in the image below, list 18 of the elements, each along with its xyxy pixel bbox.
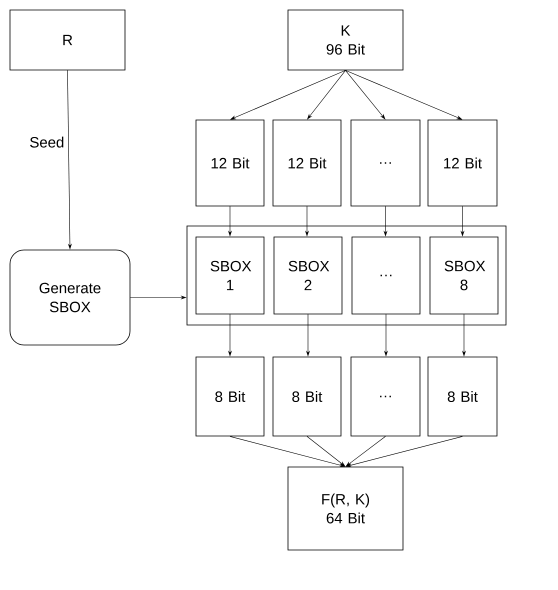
process-box: 8 Bit [428, 356, 498, 436]
edge-label: Seed [30, 136, 64, 148]
process-box: R [10, 10, 126, 70]
process-box: K 96 Bit [288, 10, 404, 70]
process-box: 8 Bit [196, 356, 264, 436]
process-box: SBOX 1 [196, 236, 264, 314]
process-box: SBOX 8 [430, 236, 498, 314]
group-frame [186, 226, 506, 326]
process-box: … [350, 356, 420, 436]
process-box: … [352, 236, 420, 314]
process-box: 12 Bit [272, 120, 342, 206]
process-box: SBOX 2 [274, 236, 342, 314]
process-box: … [350, 120, 420, 206]
process-box: 8 Bit [272, 356, 342, 436]
process-box: F(R, K) 64 Bit [288, 466, 404, 550]
process-box: 12 Bit [196, 120, 264, 206]
rounded-box: Generate SBOX [10, 250, 130, 346]
process-box: 12 Bit [428, 120, 498, 206]
